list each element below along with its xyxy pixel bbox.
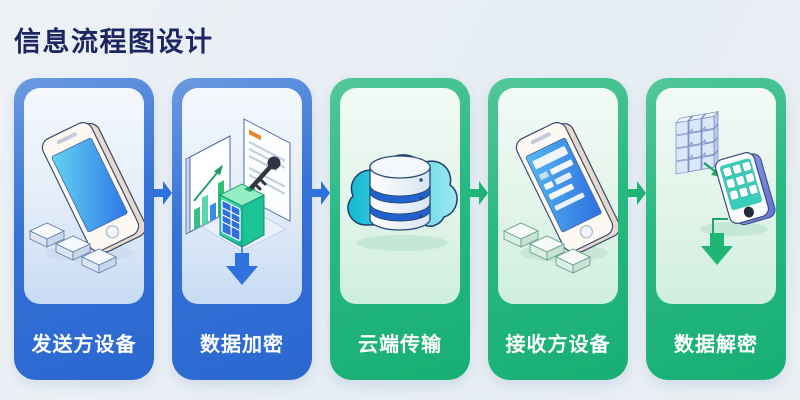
right-arrow-icon	[470, 181, 488, 205]
cipher-cubes-icon	[675, 110, 719, 175]
right-arrow-icon	[312, 181, 330, 205]
keycaps-icon	[29, 222, 117, 274]
cloud-database-icon	[347, 154, 458, 251]
keycaps-icon	[503, 222, 591, 274]
right-arrow-icon	[628, 181, 646, 205]
smartphone-list-icon	[503, 122, 618, 274]
right-arrow-icon	[154, 181, 172, 205]
card-label-data-encryption: 数据加密	[200, 333, 284, 356]
cloud-transmission-illustration-panel	[340, 88, 460, 304]
flow-arrow-4	[628, 78, 646, 206]
keypad-device-icon	[714, 152, 776, 226]
smartphone-isometric-icon	[29, 122, 144, 274]
flow-card-data-encryption: 数据加密	[172, 78, 312, 380]
data-table-icon	[221, 199, 241, 242]
flow-card-data-decryption: 数据解密	[646, 78, 786, 380]
card-label-cloud-transmission: 云端传输	[358, 333, 442, 356]
connector-line	[712, 218, 728, 235]
flow-card-cloud-transmission: 云端传输	[330, 78, 470, 380]
encryption-key-chart-icon	[185, 118, 291, 285]
key-icon	[249, 156, 281, 191]
data-decryption-illustration-panel	[656, 88, 776, 304]
card-label-receiver-device: 接收方设备	[505, 333, 611, 356]
flow-diagram: 发送方设备	[14, 78, 786, 380]
page-title: 信息流程图设计	[14, 27, 214, 57]
flow-arrow-2	[312, 78, 330, 206]
cubes-keypad-icon	[675, 110, 776, 265]
down-arrow-icon	[226, 247, 258, 285]
database-icon	[369, 155, 431, 231]
down-arrow-icon	[701, 233, 733, 265]
flow-card-receiver-device: 接收方设备	[488, 78, 628, 380]
bar-chart-icon	[193, 164, 224, 230]
card-label-sender-device: 发送方设备	[31, 333, 137, 356]
flow-card-sender-device: 发送方设备	[14, 78, 154, 380]
message-list-icon	[532, 146, 585, 211]
flow-arrow-3	[470, 78, 488, 206]
encrypted-box-icon	[218, 183, 266, 248]
receiver-device-illustration-panel	[498, 88, 618, 304]
card-label-data-decryption: 数据解密	[674, 333, 758, 356]
flow-arrow-1	[154, 78, 172, 206]
data-encryption-illustration-panel	[182, 88, 302, 304]
sender-device-illustration-panel	[24, 88, 144, 304]
